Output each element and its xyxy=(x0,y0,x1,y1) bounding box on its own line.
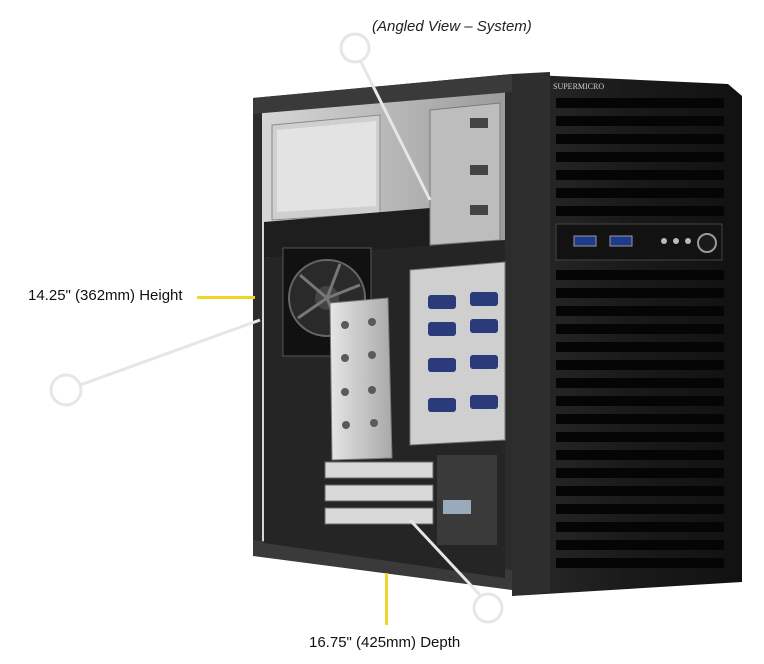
height-pointer-line xyxy=(197,296,255,299)
led-indicator-icon xyxy=(685,238,691,244)
view-caption: (Angled View – System) xyxy=(372,18,532,35)
usb-port-icon xyxy=(609,235,633,247)
power-button-icon xyxy=(697,233,717,253)
depth-dimension-label: 16.75" (425mm) Depth xyxy=(309,634,461,651)
led-indicator-icon xyxy=(673,238,679,244)
front-bezel: SUPERMICRO xyxy=(512,72,742,596)
led-indicator-icon xyxy=(661,238,667,244)
brand-logo: SUPERMICRO xyxy=(553,82,604,91)
drive-cage xyxy=(409,261,506,446)
cpu-heatsink xyxy=(329,297,393,461)
height-dimension-label: 14.25" (362mm) Height xyxy=(28,287,183,304)
usb-port-icon xyxy=(573,235,597,247)
depth-pointer-line xyxy=(385,573,388,625)
